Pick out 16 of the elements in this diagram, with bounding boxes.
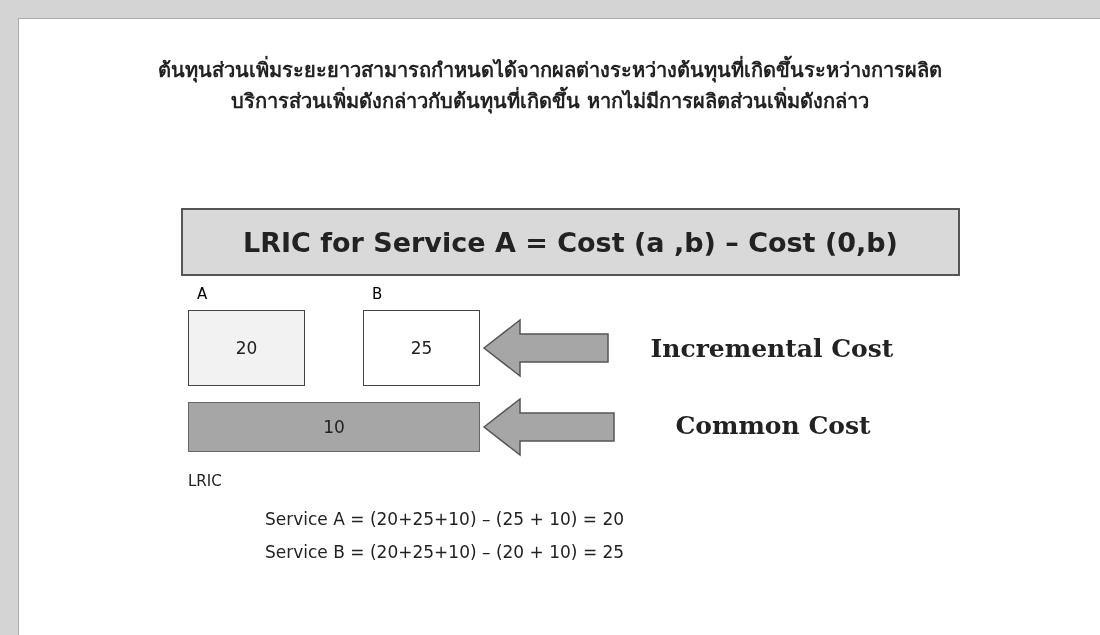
block-arrow — [482, 397, 615, 457]
column-heading: A — [197, 285, 208, 303]
cost-value: 10 — [323, 417, 345, 437]
formula-text: LRIC for Service A = Cost (a ,b) – Cost (0,b) — [243, 226, 898, 258]
common-cost-text: Common Cost — [675, 410, 871, 440]
section-label: LRIC — [188, 472, 222, 490]
calculation-text: Service B = (20+25+10) – (20 + 10) = 25 — [265, 542, 625, 562]
title: ต้นทุนส่วนเพิ่มระยะยาวสามารถกำหนดได้จากผลต่างระหว่างต้นทุนที่เกิดขึ้นระหว่างการผลิตบริการส่วนเพิ่มดังกล่าวกับต้นทุนที่เกิดขึ้น หากไม่มีการผลิตส่วนเพิ่มดังกล่าว — [130, 55, 970, 117]
calculation-text: Service A = (20+25+10) – (25 + 10) = 20 — [265, 509, 625, 529]
column-heading: B — [372, 285, 383, 303]
block-arrow — [482, 318, 609, 378]
formula-box — [181, 208, 960, 276]
cost-value: 20 — [235, 338, 258, 358]
cost-value: 25 — [410, 338, 433, 358]
incremental-cost-text: Incremental Cost — [650, 333, 894, 363]
common-cost-bar — [188, 402, 480, 452]
